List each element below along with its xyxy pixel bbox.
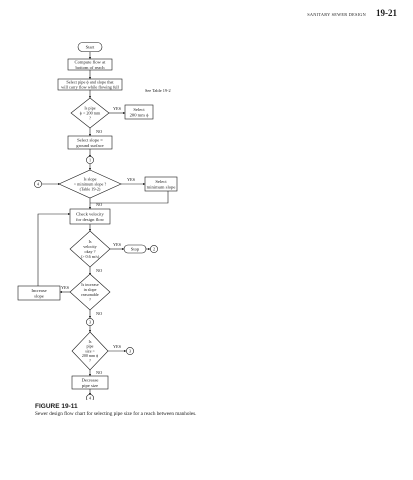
connector-4-bottom (86, 394, 94, 400)
connector-4-left-label: 4 (37, 182, 40, 187)
decision-pipe-size-label-line: Is pipe (84, 105, 95, 110)
no-label-velocity: NO (96, 268, 102, 273)
running-head: SANITARY SEWER DESIGN 19-21 (307, 8, 397, 18)
decrease-size-box-label-line: Decrease (82, 377, 99, 382)
connector-3-right (126, 347, 134, 355)
table-note: See Table 19-2 (145, 88, 171, 93)
decision-pipe-over-200-label-line: Is (89, 339, 92, 344)
decision-velocity-label-line: Is (88, 239, 91, 244)
slope-ground-box-label-line: ground surface (76, 143, 103, 148)
decision-pipe-size-label-line: ? (89, 115, 91, 120)
increase-slope-box-label-line: slope (34, 293, 44, 298)
select-min-slope-box-label-line: Select (155, 179, 167, 184)
edge-increase-slope-back (37, 212, 71, 286)
decision-min-slope (58, 169, 122, 199)
connector-3-right-label: 3 (129, 349, 131, 354)
increase-slope-box (17, 285, 61, 301)
decision-pipe-over-200-label-line: size > (85, 348, 95, 353)
compute-flow-box-label-line: Compute flow at (75, 59, 107, 64)
select-pipe-box (57, 78, 123, 91)
yes-label-increase: YES (61, 285, 70, 290)
decision-increase-slope (69, 273, 111, 311)
select-min-slope-box-label-line: minimum slope (147, 184, 176, 189)
no-label-size: NO (96, 370, 102, 375)
figure-caption: FIGURE 19-11 Sewer design flow chart for… (35, 403, 395, 417)
select-pipe-box-label-line: will carry flow while flowing full (61, 85, 119, 90)
decision-increase-slope-label-line: ? (89, 297, 91, 302)
decision-pipe-over-200-label-line: pipe (87, 344, 94, 349)
decision-min-slope-label-line: Is slope (84, 176, 97, 181)
compute-flow-box-label-line: bottom of reach (75, 65, 105, 70)
stop-terminal-label: Stop (131, 247, 140, 252)
figure-caption-text: Sewer design flow chart for selecting pi… (35, 411, 197, 417)
no-label-pipe: NO (96, 129, 102, 134)
edge-minslope-merge (90, 191, 169, 204)
connector-2 (150, 245, 158, 253)
decision-pipe-size (70, 97, 110, 129)
stop-terminal (123, 244, 147, 254)
connector-3-label: 3 (89, 320, 91, 325)
check-velocity-box (69, 208, 111, 225)
start-terminal (77, 42, 103, 52)
no-label-slope: NO (96, 202, 102, 207)
select-pipe-box-label-line: Select pipe ϕ and slope that (66, 79, 114, 84)
decision-increase-slope-label-line: Is increase (81, 282, 99, 287)
yes-label-slope: YES (127, 177, 136, 182)
check-velocity-box-label-line: for design flow (76, 217, 105, 222)
decision-min-slope-label-line: < minimum slope ? (74, 181, 107, 186)
decrease-size-box (71, 375, 109, 390)
select-200mm-box-label-line: 200 mm ϕ (130, 112, 149, 117)
connector-4-bottom-label: 4 (89, 396, 92, 401)
yes-label-velocity: YES (113, 242, 122, 247)
increase-slope-box-label-line: Increase (31, 288, 46, 293)
running-title: SANITARY SEWER DESIGN (307, 12, 366, 17)
check-velocity-box-label-line: Check velocity (76, 211, 104, 216)
decision-pipe-over-200 (71, 331, 109, 371)
decision-velocity (69, 230, 111, 268)
decrease-size-box-label-line: pipe size (82, 383, 98, 388)
yes-label-size: YES (113, 344, 122, 349)
compute-flow-box (67, 58, 113, 71)
connector-2-label: 2 (153, 247, 155, 252)
decision-increase-slope-label-line: in slope (84, 287, 97, 292)
figure-label: FIGURE 19-11 (35, 403, 78, 410)
select-200mm-box (124, 104, 154, 120)
connector-4-left (34, 180, 42, 188)
decision-pipe-over-200-label-line: ? (89, 358, 91, 363)
decision-pipe-over-200-label-line: 200 mm ϕ (82, 353, 98, 358)
decision-pipe-size-label-line: ϕ < 200 mm (80, 110, 101, 115)
decision-velocity-label-line: (> 0.6 m/s) (81, 254, 100, 259)
slope-ground-box-label-line: Select slope = (77, 137, 103, 142)
decision-min-slope-label-line: (Table 19-2) (80, 186, 101, 191)
slope-ground-box (67, 135, 113, 150)
select-200mm-box-label-line: Select (133, 107, 145, 112)
select-min-slope-box (144, 176, 178, 192)
connector-1-label: 1 (89, 158, 91, 163)
start-terminal-label: Start (86, 45, 95, 50)
no-label-increase: NO (96, 311, 102, 316)
connector-1 (86, 156, 94, 164)
connector-3 (86, 318, 94, 326)
page-number: 19-21 (376, 8, 397, 18)
decision-velocity-label-line: okay ? (84, 249, 95, 254)
yes-label-pipe: YES (113, 106, 122, 111)
decision-increase-slope-label-line: reasonable (81, 292, 99, 297)
flow-edges (37, 52, 169, 396)
decision-velocity-label-line: velocity (83, 244, 97, 249)
